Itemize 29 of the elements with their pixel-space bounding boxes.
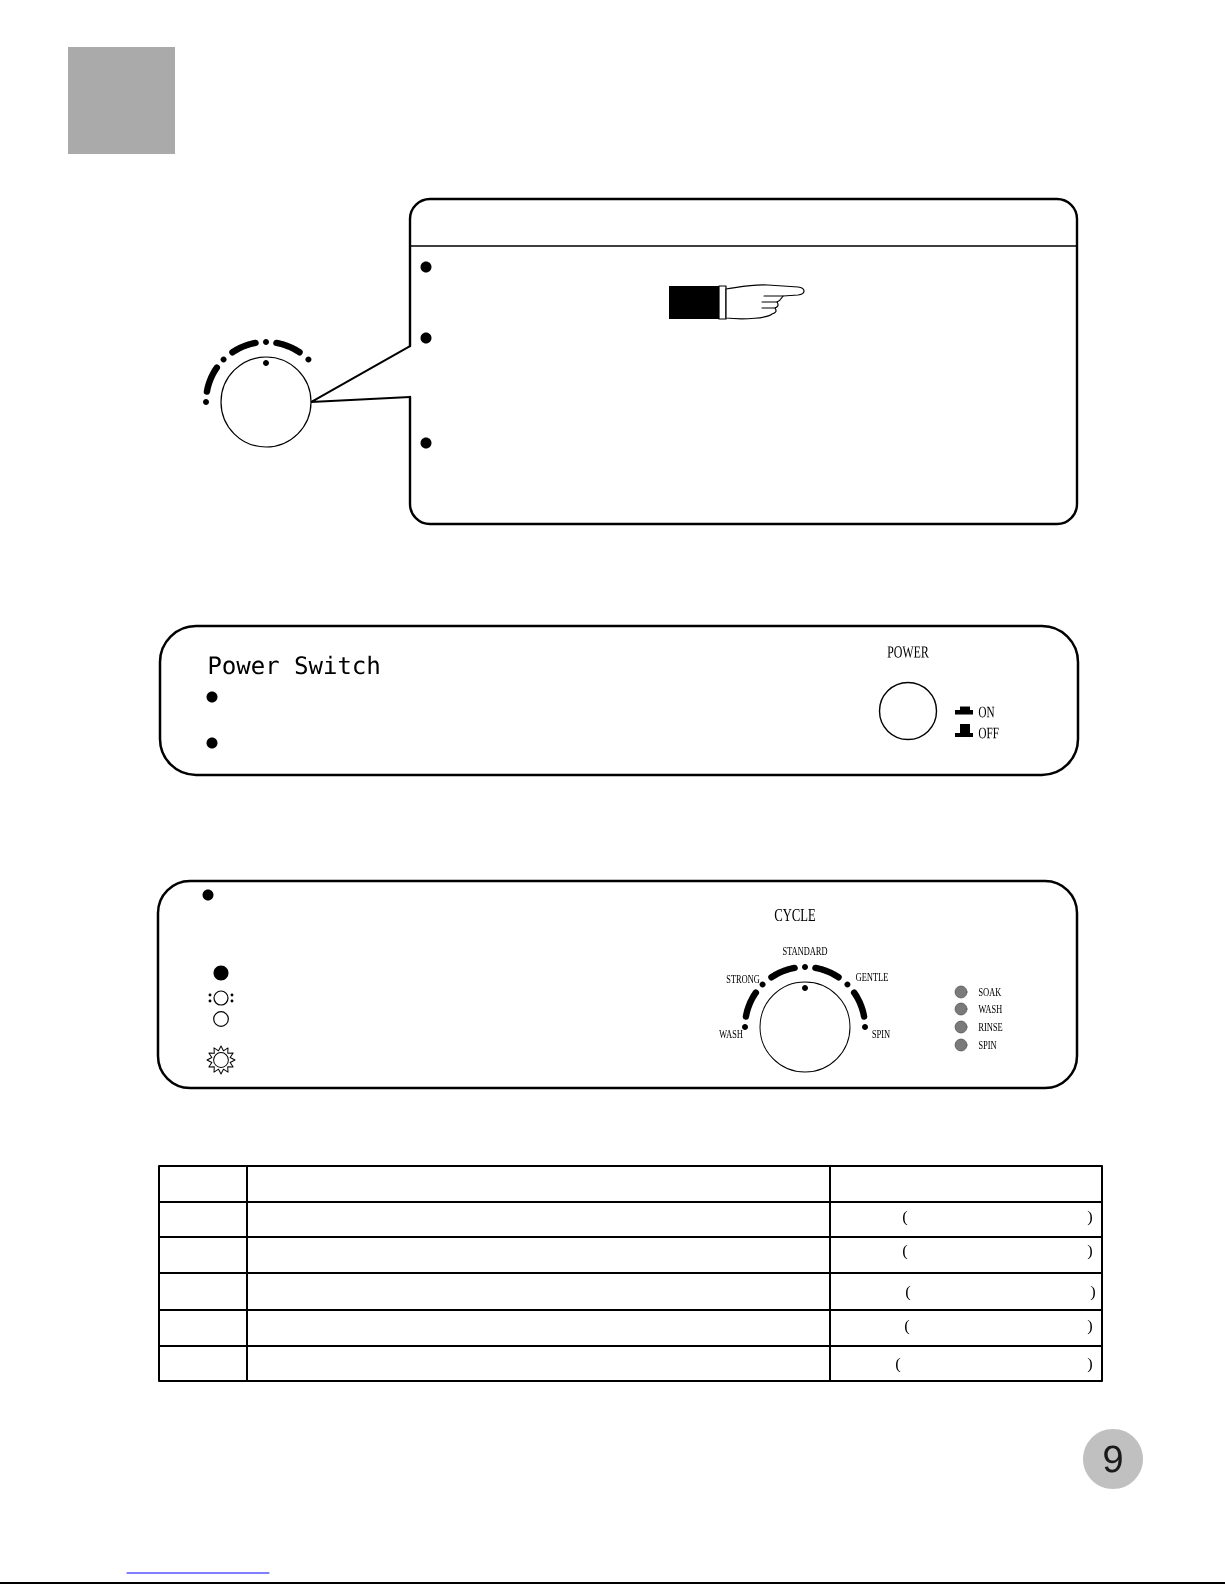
- parenthesis: (: [905, 1319, 910, 1335]
- parenthesis: ): [1087, 1319, 1092, 1335]
- parenthesis: ): [1087, 1210, 1092, 1226]
- page-number-badge: 9: [1083, 1429, 1143, 1489]
- dial-knob: [220, 356, 312, 448]
- parenthesis: ): [1087, 1244, 1092, 1260]
- state-label: ON: [978, 706, 995, 718]
- button-label: POWER: [887, 646, 929, 658]
- light-label: RINSE: [978, 1022, 1003, 1032]
- parenthesis: (: [906, 1285, 911, 1301]
- state-label: OFF: [978, 727, 999, 739]
- parenthesis: (: [896, 1357, 901, 1373]
- setting-label: GENTLE: [856, 972, 888, 982]
- setting-label: SPIN: [872, 1029, 890, 1039]
- parenthesis: (: [903, 1244, 908, 1260]
- light-label: SOAK: [978, 987, 1002, 997]
- parenthesis: ): [1087, 1357, 1092, 1373]
- light-label: WASH: [978, 1004, 1002, 1014]
- parenthesis: ): [1090, 1285, 1095, 1301]
- parenthesis: (: [903, 1210, 908, 1226]
- light-label: SPIN: [978, 1040, 997, 1050]
- dial-title: CYCLE: [774, 908, 816, 922]
- setting-label: STANDARD: [783, 946, 828, 956]
- callout-pointer: [310, 345, 411, 403]
- heading-block: [68, 47, 175, 154]
- callout-panel: [408, 197, 1079, 526]
- setting-label: STRONG: [726, 974, 760, 984]
- setting-label: WASH: [719, 1029, 743, 1039]
- panel-heading: Power Switch: [209, 655, 379, 675]
